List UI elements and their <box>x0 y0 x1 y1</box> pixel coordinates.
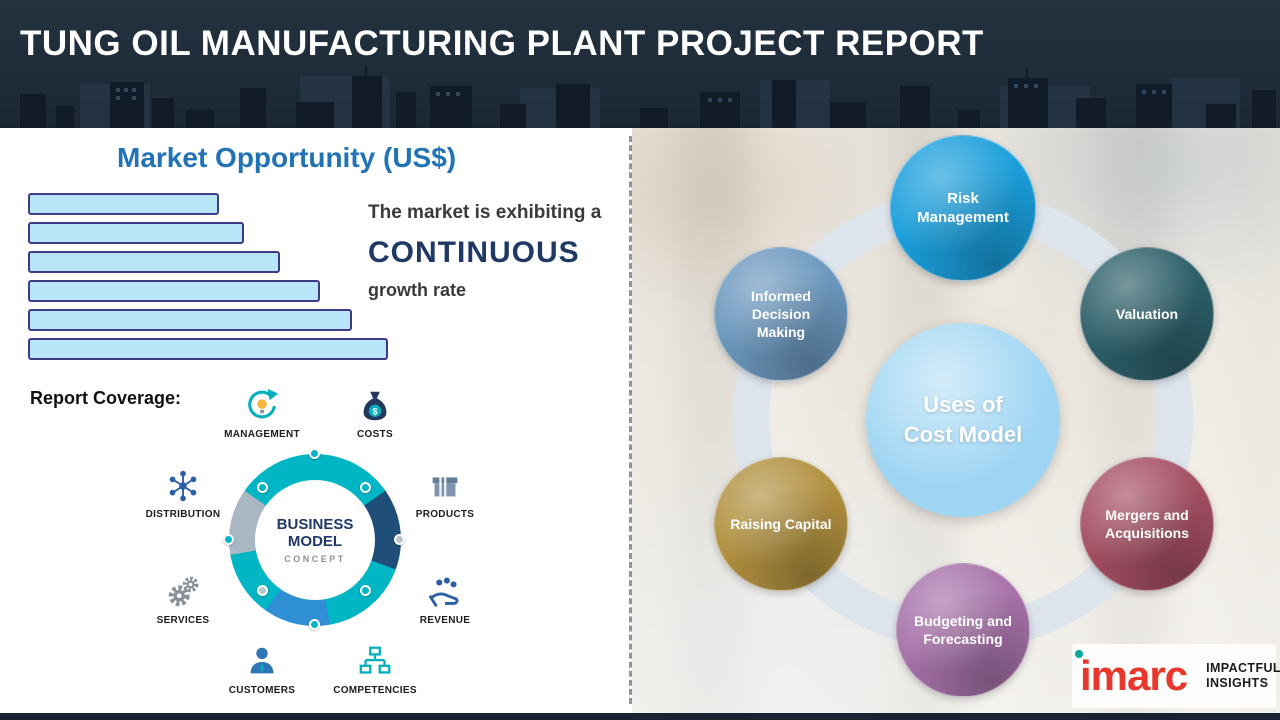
header-banner: TUNG OIL MANUFACTURING PLANT PROJECT REP… <box>0 0 1280 128</box>
ring-node-dot <box>257 585 268 596</box>
coverage-item-label: COSTS <box>357 429 393 440</box>
bar <box>28 338 388 360</box>
cost-model-node-informed-decision-making: Informed Decision Making <box>714 247 848 381</box>
node-label: Valuation <box>1115 305 1179 322</box>
market-text-line1: The market is exhibiting a <box>368 202 602 223</box>
coverage-item-distribution: DISTRIBUTION <box>133 466 233 520</box>
cost-model-node-budgeting-forecasting: Budgeting and Forecasting <box>896 563 1030 697</box>
business-model-ring: BUSINESS MODEL CONCEPT <box>223 448 405 630</box>
cost-model-node-valuation: Valuation <box>1080 247 1214 381</box>
chart-title: Market Opportunity (US$) <box>117 142 457 173</box>
node-label: Mergers and Acquisitions <box>1104 506 1189 541</box>
cost-model-center-circle: Uses of Cost Model <box>866 323 1060 517</box>
cost-model-node-mergers-acquisitions: Mergers and Acquisitions <box>1080 457 1214 591</box>
bar <box>28 309 352 331</box>
imarc-brand-text: imarc <box>1080 652 1188 699</box>
org-chart-icon <box>325 642 425 682</box>
coverage-item-label: REVENUE <box>419 615 471 626</box>
market-opportunity-chart <box>28 193 408 367</box>
coverage-item-management: MANAGEMENT <box>212 386 312 440</box>
business-model-title-line1: BUSINESS <box>276 515 354 533</box>
coverage-item-costs: $ COSTS <box>325 386 425 440</box>
city-skyline-graphic <box>20 66 1276 128</box>
coverage-item-label: PRODUCTS <box>415 509 475 520</box>
coverage-item-label: SERVICES <box>156 615 210 626</box>
wheel-center-line2: Cost Model <box>903 422 1023 447</box>
business-model-center: BUSINESS MODEL CONCEPT <box>255 480 375 600</box>
logo-tagline-line2: INSIGHTS <box>1206 676 1269 690</box>
coverage-item-label: DISTRIBUTION <box>145 509 221 520</box>
coverage-item-revenue: REVENUE <box>395 572 495 626</box>
vertical-dashed-divider <box>629 136 632 704</box>
gears-icon <box>133 572 233 612</box>
money-bag-icon: $ <box>325 386 425 426</box>
coverage-item-label: MANAGEMENT <box>224 429 300 440</box>
coverage-item-products: PRODUCTS <box>395 466 495 520</box>
coverage-item-label: CUSTOMERS <box>228 685 296 696</box>
coverage-item-label: COMPETENCIES <box>333 685 417 696</box>
ring-node-dot <box>309 619 320 630</box>
node-label: Risk Management <box>917 189 1009 227</box>
ring-node-dot <box>309 448 320 459</box>
market-text-line3: growth rate <box>368 280 467 300</box>
ring-node-dot <box>257 482 268 493</box>
logo-tagline: IMPACTFUL INSIGHTS <box>1206 661 1280 691</box>
person-icon <box>212 642 312 682</box>
logo-i-dot <box>1075 650 1083 658</box>
bar <box>28 280 320 302</box>
svg-text:$: $ <box>372 407 378 418</box>
page-title: TUNG OIL MANUFACTURING PLANT PROJECT REP… <box>20 24 984 63</box>
bar <box>28 222 244 244</box>
ring-node-dot <box>223 534 234 545</box>
market-growth-text: The market is exhibiting a CONTINUOUS gr… <box>368 202 638 301</box>
cost-model-node-risk-management: Risk Management <box>890 135 1036 281</box>
ring-node-dot <box>360 482 371 493</box>
bar <box>28 193 219 215</box>
market-text-continuous: CONTINUOUS <box>368 236 580 269</box>
hand-coins-icon <box>395 572 495 612</box>
network-icon <box>133 466 233 506</box>
node-label: Informed Decision Making <box>751 287 811 341</box>
node-label: Budgeting and Forecasting <box>914 612 1012 647</box>
management-icon <box>212 386 312 426</box>
report-coverage-label: Report Coverage: <box>30 388 182 408</box>
box-icon <box>395 466 495 506</box>
ring-node-dot <box>360 585 371 596</box>
bar <box>28 251 280 273</box>
ring-node-dot <box>394 534 405 545</box>
coverage-item-competencies: COMPETENCIES <box>325 642 425 696</box>
imarc-logo: imarc IMPACTFUL INSIGHTS <box>1072 644 1280 708</box>
cost-model-node-raising-capital: Raising Capital <box>714 457 848 591</box>
business-model-subtitle: CONCEPT <box>284 554 346 565</box>
wheel-center-line1: Uses of <box>923 392 1003 418</box>
logo-tagline-line1: IMPACTFUL <box>1206 661 1280 675</box>
business-model-title-line2: MODEL <box>287 533 343 550</box>
node-label: Raising Capital <box>730 515 832 532</box>
bottom-strip <box>0 713 1280 720</box>
coverage-item-services: SERVICES <box>133 572 233 626</box>
coverage-item-customers: CUSTOMERS <box>212 642 312 696</box>
